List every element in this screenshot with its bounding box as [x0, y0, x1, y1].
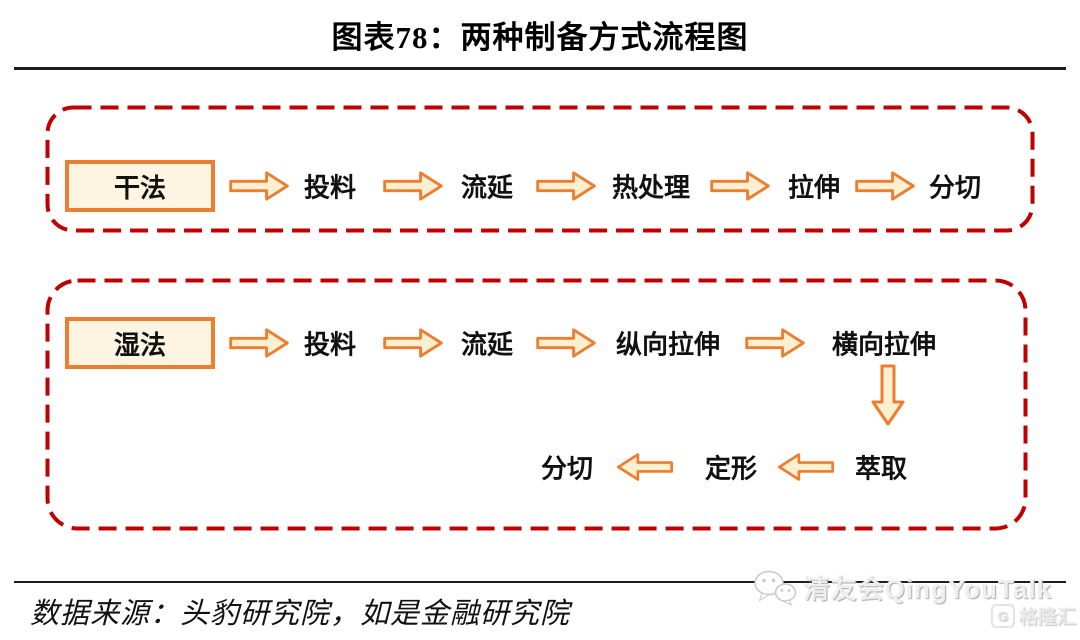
- arrow-right-icon: [229, 328, 289, 358]
- gelonghui-icon: G: [990, 603, 1015, 628]
- arrow-right-icon: [745, 328, 805, 358]
- figure-title: 图表78：两种制备方式流程图: [331, 20, 749, 55]
- arrow-right-icon: [229, 171, 289, 201]
- arrow-right-icon: [383, 328, 443, 358]
- wet-row1-step-2: 流延: [460, 329, 514, 360]
- dry-method-label: 干法: [113, 172, 166, 203]
- dry-step-2: 流延: [460, 172, 514, 203]
- wechat-icon: [753, 570, 796, 606]
- arrow-right-icon: [710, 171, 770, 201]
- arrow-left-icon: [778, 453, 834, 481]
- arrow-left-icon: [617, 453, 673, 481]
- dry-flow-dashed-border: [45, 105, 1035, 233]
- wet-row2-step-extraction: 萃取: [854, 453, 908, 484]
- bottom-divider: [14, 581, 1066, 583]
- wet-row2-step-shaping: 定形: [704, 453, 758, 484]
- wet-flow-dashed-border: [45, 278, 1028, 531]
- arrow-right-icon: [855, 171, 915, 201]
- dry-method-box: 干法: [65, 160, 215, 212]
- arrow-right-icon: [536, 328, 596, 358]
- dry-step-3: 热处理: [611, 172, 691, 203]
- arrow-right-icon: [383, 171, 443, 201]
- dry-step-4: 拉伸: [787, 172, 841, 203]
- wet-row2-step-slitting: 分切: [540, 453, 594, 484]
- wet-method-box: 湿法: [65, 317, 215, 369]
- wet-row1-step-4: 横向拉伸: [831, 329, 937, 360]
- gelonghui-logo: G 格隆汇: [990, 602, 1076, 629]
- wet-row1-step-3: 纵向拉伸: [615, 329, 721, 360]
- wet-method-label: 湿法: [113, 329, 166, 360]
- arrow-down-icon: [871, 364, 905, 426]
- arrow-right-icon: [536, 171, 596, 201]
- data-source-text: 数据来源：头豹研究院，如是金融研究院: [30, 598, 571, 630]
- watermark-text: 清友会QingYouTalk: [803, 574, 1052, 604]
- dry-step-1: 投料: [303, 172, 357, 203]
- dry-step-5: 分切: [928, 172, 982, 203]
- wechat-watermark: 清友会QingYouTalk: [752, 569, 1052, 606]
- top-divider: [14, 67, 1066, 70]
- wet-row1-step-1: 投料: [303, 329, 357, 360]
- gelonghui-logo-text: 格隆汇: [1018, 607, 1076, 628]
